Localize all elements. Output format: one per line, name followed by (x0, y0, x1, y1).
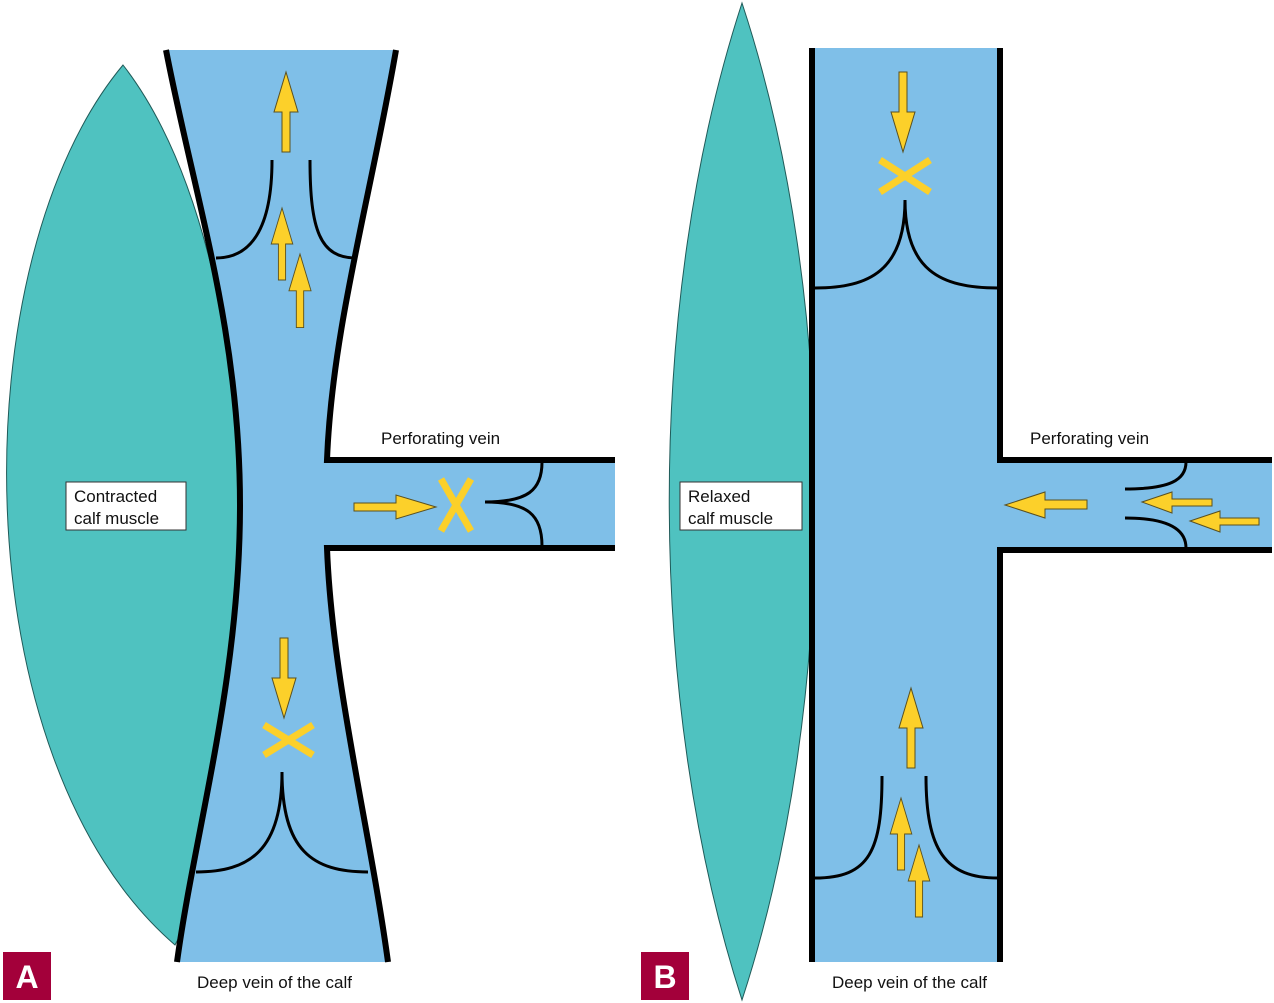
deep-vein-label-b: Deep vein of the calf (832, 973, 987, 992)
valve-closed-x-icon (878, 157, 932, 195)
panel-badge-b (641, 952, 689, 1000)
valve-upper-b (814, 199, 999, 290)
valve-closed-x-icon (437, 477, 475, 533)
vein-wall-right-lower-a (323, 545, 615, 963)
valve-open-upper-a (215, 159, 357, 260)
vein-wall-right-lower-b (997, 547, 1272, 962)
muscle-label-box-a (65, 481, 187, 531)
valve-lower-a (195, 771, 369, 874)
valve-closed-x-icon (262, 722, 315, 758)
valve-lower-b (814, 775, 999, 880)
muscle-label-a-line1: Contracted (74, 487, 157, 506)
panel-b: Relaxed calf muscle Perforating vein Dee… (641, 1, 1272, 1002)
panel-a: Contracted calf muscle Perforating vein … (3, 49, 615, 1000)
valve-perforator-b (1124, 461, 1188, 549)
deep-vein-label-a: Deep vein of the calf (197, 973, 352, 992)
perforating-vein-label-b: Perforating vein (1030, 429, 1149, 448)
perforating-vein-label-a: Perforating vein (381, 429, 500, 448)
vein-wall-left-a (163, 49, 244, 963)
arrow-left-icon (1188, 510, 1260, 533)
muscle-label-a-line2: calf muscle (74, 509, 159, 528)
arrow-right-icon (353, 494, 438, 520)
muscle-label-b-line2: calf muscle (688, 509, 773, 528)
vein-wall-right-upper-b (997, 48, 1272, 463)
valve-perforator-a (484, 461, 544, 547)
vein-wall-right-upper-a (323, 49, 615, 463)
panel-letter-a: A (15, 959, 38, 995)
muscle-label-b-line1: Relaxed (688, 487, 750, 506)
panel-letter-b: B (653, 959, 676, 995)
panel-badge-a (3, 952, 51, 1000)
arrow-left-icon (1140, 491, 1213, 514)
arrow-left-icon (1003, 491, 1088, 519)
muscle-label-box-b (679, 481, 803, 531)
